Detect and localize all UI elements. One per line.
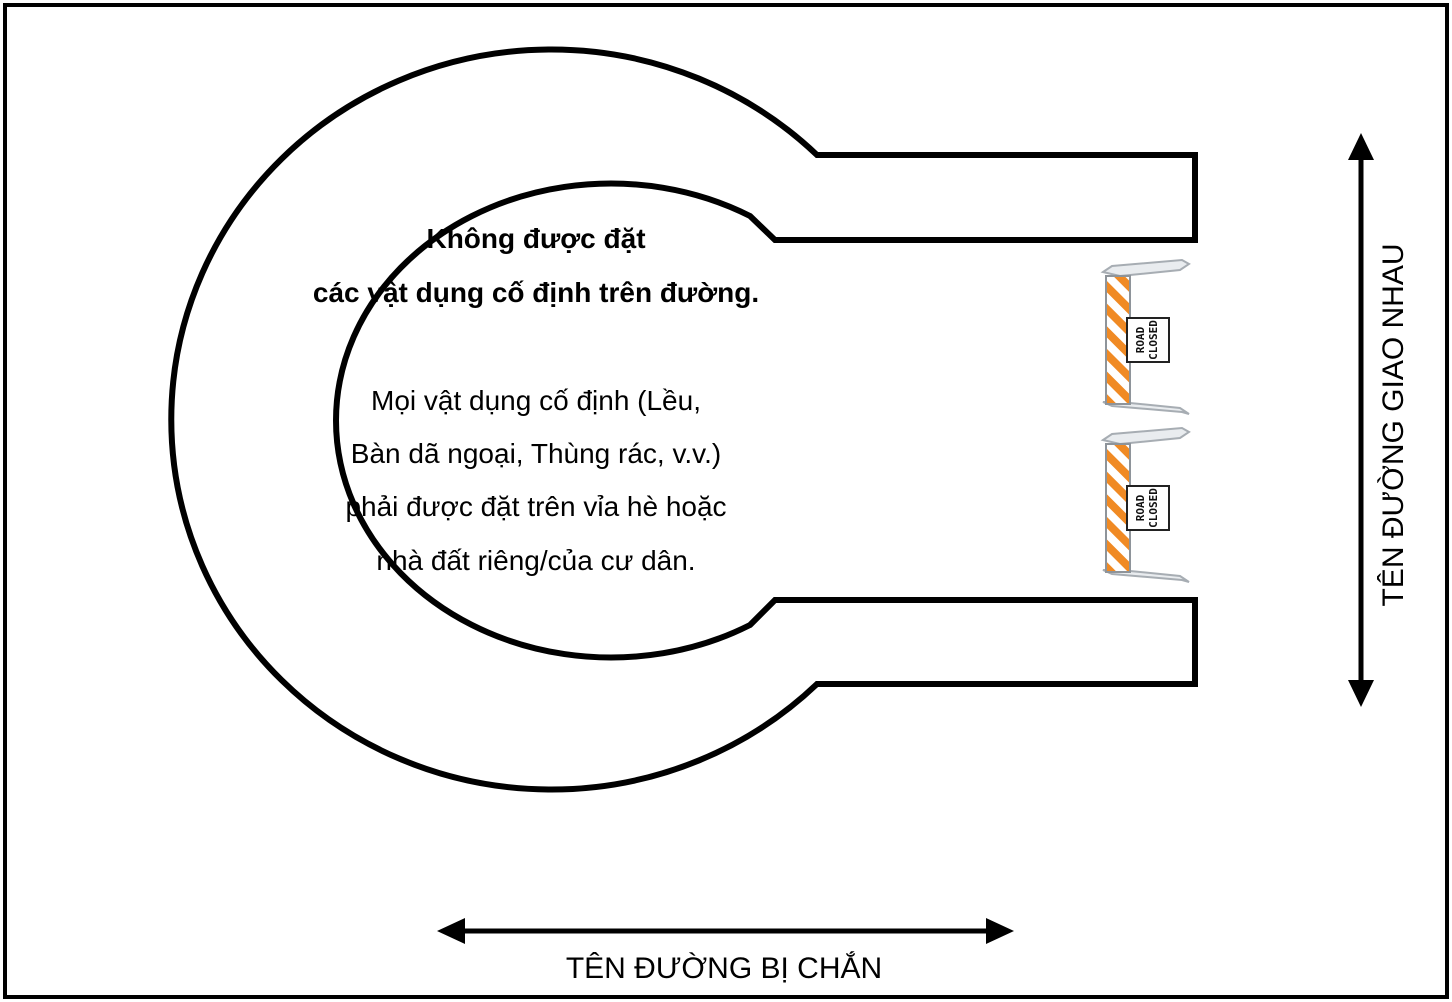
notice-body-line: nhà đất riêng/của cư dân. bbox=[376, 545, 695, 576]
cul-de-sac-road bbox=[168, 46, 1198, 793]
blocked-street-arrow-icon bbox=[437, 918, 1014, 944]
intersecting-street-arrow-icon bbox=[1348, 133, 1374, 707]
notice-body-line: Mọi vật dụng cố định (Lều, bbox=[371, 385, 701, 416]
svg-text:CLOSED: CLOSED bbox=[1147, 488, 1160, 528]
blocked-street-label: TÊN ĐƯỜNG BỊ CHẮN bbox=[566, 951, 882, 985]
notice-body-line: phải được đặt trên vỉa hè hoặc bbox=[345, 491, 726, 522]
road-closed-barricade: ROAD CLOSED bbox=[1100, 258, 1191, 415]
diagram-border bbox=[3, 3, 1449, 999]
road-closed-barricade: ROAD CLOSED bbox=[1100, 426, 1191, 583]
notice-body-line: Bàn dã ngoại, Thùng rác, v.v.) bbox=[351, 438, 721, 469]
svg-text:ROAD: ROAD bbox=[1134, 494, 1147, 521]
notice-heading-line1: Không được đặt bbox=[426, 223, 645, 254]
road-closed-sign: ROAD CLOSED bbox=[1126, 485, 1170, 531]
road-closed-sign: ROAD CLOSED bbox=[1126, 317, 1170, 363]
notice-heading-line2: các vật dụng cố định trên đường. bbox=[313, 277, 759, 308]
svg-text:ROAD: ROAD bbox=[1134, 326, 1147, 353]
intersecting-street-label: TÊN ĐƯỜNG GIAO NHAU bbox=[1377, 243, 1410, 606]
svg-text:CLOSED: CLOSED bbox=[1147, 320, 1160, 360]
